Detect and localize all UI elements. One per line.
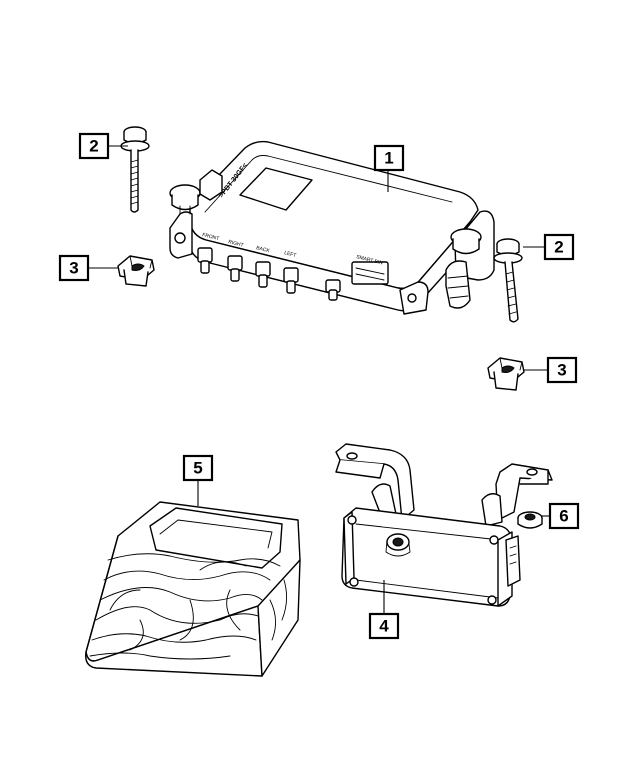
- clip-nut-left: [117, 255, 155, 287]
- callout-1: 1: [373, 144, 405, 172]
- callout-2-right-number: 2: [554, 238, 563, 257]
- bolt-right: [493, 238, 523, 323]
- callout-3-left-number: 3: [69, 259, 78, 278]
- callout-3-right: 3: [546, 356, 578, 384]
- callout-2-right: 2: [543, 233, 575, 261]
- connector-label-back: BACK: [256, 245, 271, 254]
- connector-label-right: RIGHT: [228, 239, 245, 249]
- connector-ports: FRONT RIGHT BACK LEFT: [197, 232, 389, 301]
- flange-nut: [517, 511, 543, 529]
- callout-5: 5: [182, 454, 214, 482]
- cover-pad: [85, 501, 301, 677]
- callout-4-number: 4: [379, 617, 389, 636]
- callout-5-number: 5: [193, 459, 202, 478]
- callout-2-left: 2: [78, 132, 110, 160]
- callout-4: 4: [368, 612, 400, 640]
- leader-lines: [88, 145, 550, 614]
- callout-2-left-number: 2: [89, 137, 98, 156]
- grommet-right: [445, 228, 482, 309]
- callout-6: 6: [548, 502, 580, 530]
- callout-3-left: 3: [58, 254, 90, 282]
- callout-6-number: 6: [559, 507, 568, 526]
- callout-1-number: 1: [384, 149, 393, 168]
- callout-3-right-number: 3: [557, 361, 566, 380]
- connector-label-left: LEFT: [284, 250, 297, 259]
- connector-label-front: FRONT: [202, 232, 220, 242]
- clip-nut-right: [487, 357, 525, 391]
- bolt-left: [120, 126, 150, 213]
- module-assembly: >PBT 30GF< FRONT: [169, 140, 495, 315]
